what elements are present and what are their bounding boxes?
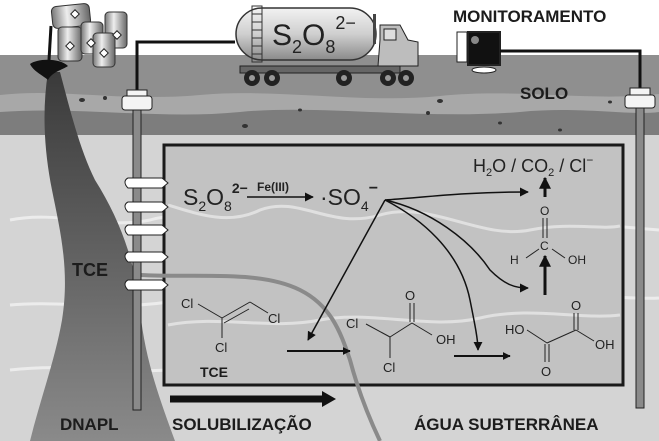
- svg-text:HO: HO: [505, 322, 525, 337]
- solubilization-arrow-head: [322, 391, 336, 407]
- monitoring-well[interactable]: [624, 87, 656, 409]
- chemical-barrels: [47, 3, 128, 68]
- dichloroacetic-acid: O Cl OH Cl: [346, 288, 456, 375]
- sulfate-radical-formula: ·SO4−: [320, 180, 378, 214]
- soil-low-layer: [0, 109, 659, 135]
- solubilization-label: SOLUBILIZAÇÃO: [172, 414, 312, 434]
- svg-text:O: O: [405, 288, 415, 303]
- monitoring-computer-icon[interactable]: [456, 31, 501, 74]
- oxalic-acid: O HO OH O: [505, 298, 615, 379]
- truck-cargo-formula: S2O82−: [272, 13, 356, 57]
- formic-acid: O C H OH: [510, 204, 586, 267]
- final-products: H2O / CO2 / Cl−: [473, 153, 593, 179]
- tce-plume-label: TCE: [72, 260, 108, 280]
- svg-text:OH: OH: [595, 337, 615, 352]
- svg-text:TCE: TCE: [200, 364, 228, 380]
- svg-text:O: O: [540, 204, 549, 218]
- svg-text:O: O: [571, 298, 581, 313]
- treatment-zone-waves: [167, 203, 621, 327]
- svg-text:OH: OH: [436, 332, 456, 347]
- tce-molecule: Cl Cl Cl TCE: [181, 296, 280, 380]
- spill-pool: [30, 59, 68, 80]
- svg-text:Cl: Cl: [268, 311, 280, 326]
- svg-text:Cl: Cl: [181, 296, 193, 311]
- svg-text:Cl: Cl: [346, 316, 358, 331]
- monitoring-line: [500, 49, 642, 88]
- svg-text:O: O: [541, 364, 551, 379]
- soil-pebbles: [79, 96, 612, 132]
- tanker-truck: S2O82−: [235, 5, 419, 86]
- monitoring-label: MONITORAMENTO: [453, 7, 606, 26]
- radical-attack-arrows: [307, 187, 529, 351]
- soil-mid-layer: [0, 92, 659, 115]
- groundwater-label: ÁGUA SUBTERRÂNEA: [414, 415, 599, 434]
- svg-text:H: H: [510, 253, 519, 267]
- svg-text:Cl: Cl: [215, 340, 227, 355]
- injection-arrows: [124, 177, 169, 291]
- soil-label: SOLO: [520, 84, 568, 103]
- injection-line: [135, 40, 235, 95]
- svg-text:Cl: Cl: [383, 360, 395, 375]
- dnapl-label: DNAPL: [60, 415, 119, 434]
- svg-text:OH: OH: [568, 253, 586, 267]
- catalyst-label: Fe(III): [257, 180, 289, 194]
- svg-text:C: C: [540, 239, 549, 253]
- persulfate-formula: S2O82−: [183, 180, 248, 214]
